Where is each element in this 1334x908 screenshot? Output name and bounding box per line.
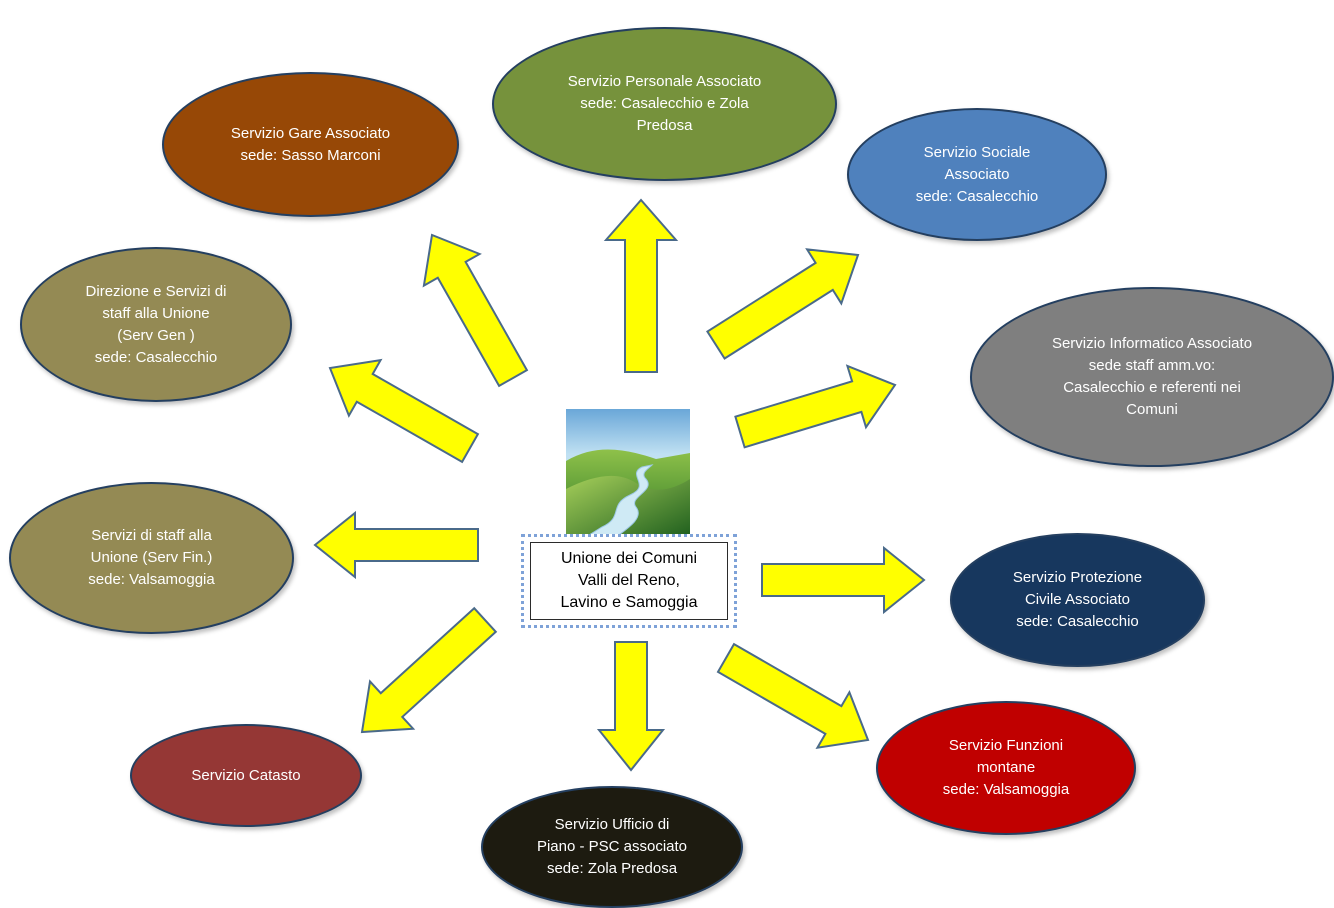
node-servizio-gare: Servizio Gare Associato sede: Sasso Marc…: [162, 72, 459, 217]
node-servizio-personale: Servizio Personale Associato sede: Casal…: [492, 27, 837, 181]
arrow-to-protezione: [761, 545, 926, 615]
arrow-to-catasto: [360, 606, 498, 734]
node-servizio-informatico: Servizio Informatico Associato sede staf…: [970, 287, 1334, 467]
node-staff-finanziario: Servizi di staff alla Unione (Serv Fin.)…: [9, 482, 294, 634]
center-title-box: Unione dei Comuni Valli del Reno, Lavino…: [521, 534, 737, 628]
arrow-to-personale: [603, 198, 679, 373]
node-label: Servizio Informatico Associato sede staf…: [1051, 335, 1253, 418]
node-label: Servizio Ufficio di Piano - PSC associat…: [536, 816, 688, 877]
landscape-logo: [566, 409, 690, 537]
node-funzioni-montane: Servizio Funzioni montane sede: Valsamog…: [876, 701, 1136, 835]
node-servizio-sociale: Servizio Sociale Associato sede: Casalec…: [847, 108, 1107, 241]
arrow-to-informatico: [734, 364, 897, 449]
node-label: Direzione e Servizi di staff alla Unione…: [85, 282, 227, 366]
node-protezione-civile: Servizio Protezione Civile Associato sed…: [950, 533, 1205, 667]
node-label: Servizio Protezione Civile Associato sed…: [1012, 569, 1143, 630]
node-servizio-catasto: Servizio Catasto: [130, 724, 362, 827]
arrow-to-direzione: [328, 358, 480, 464]
arrow-to-piano: [596, 641, 666, 772]
arrow-to-sociale: [706, 248, 860, 360]
arrow-to-montane: [716, 642, 870, 750]
node-label: Servizio Gare Associato sede: Sasso Marc…: [230, 124, 391, 164]
node-direzione-staff: Direzione e Servizi di staff alla Unione…: [20, 247, 292, 402]
node-ufficio-piano: Servizio Ufficio di Piano - PSC associat…: [481, 786, 743, 908]
node-label: Servizio Catasto: [191, 766, 301, 784]
arrow-to-gare: [422, 233, 529, 388]
center-title: Unione dei Comuni Valli del Reno, Lavino…: [530, 542, 728, 620]
node-label: Servizio Funzioni montane sede: Valsamog…: [942, 737, 1070, 798]
node-label: Servizi di staff alla Unione (Serv Fin.)…: [88, 527, 215, 588]
arrow-to-staff-fin: [313, 510, 479, 580]
node-label: Servizio Personale Associato sede: Casal…: [567, 73, 762, 134]
node-label: Servizio Sociale Associato sede: Casalec…: [915, 143, 1039, 205]
